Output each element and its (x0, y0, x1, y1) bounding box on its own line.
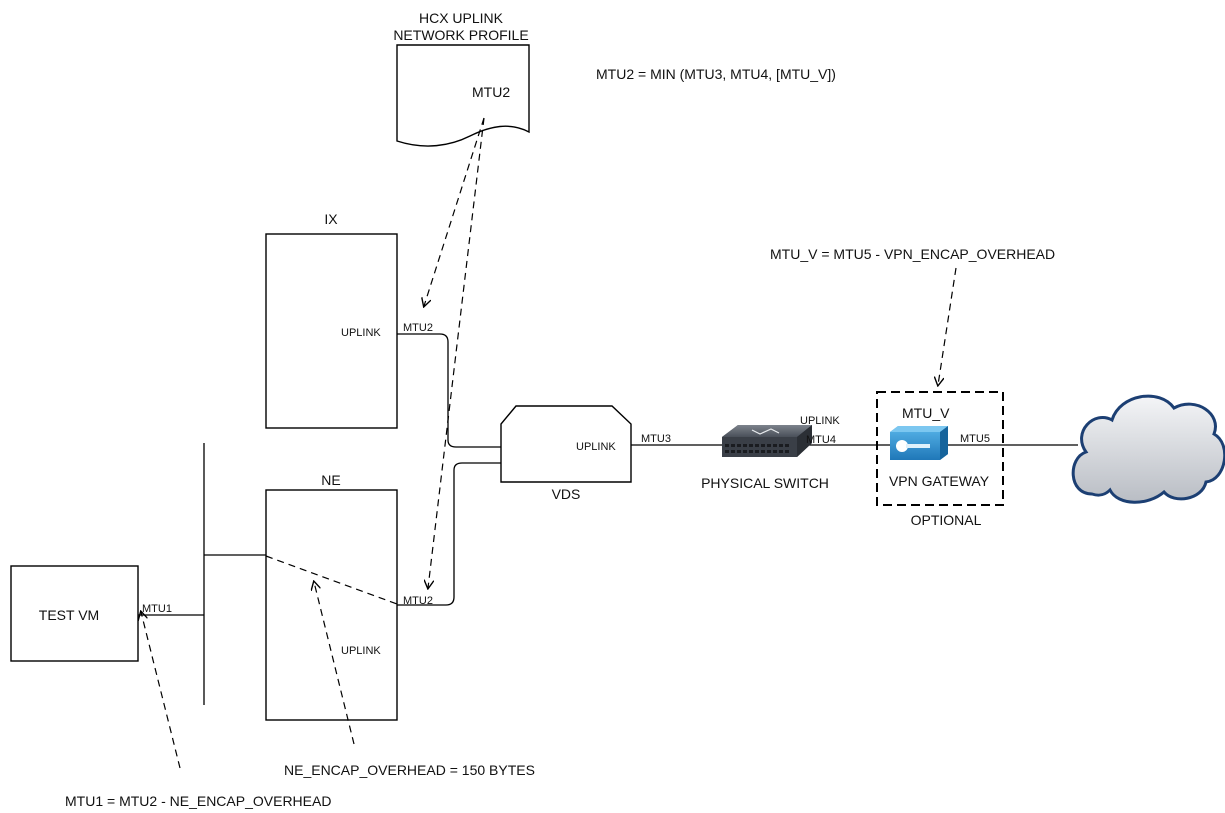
mtuv-formula: MTU_V = MTU5 - VPN_ENCAP_OVERHEAD (770, 246, 1055, 262)
ne-uplink-label: UPLINK (341, 645, 381, 657)
vpn-mtu-label: MTU5 (960, 433, 990, 445)
network-switch-icon (722, 425, 812, 457)
vds-uplink-label: UPLINK (576, 441, 616, 453)
profile-title-line1: HCX UPLINK (419, 10, 504, 26)
switch-uplink-label: UPLINK (800, 415, 840, 427)
ne-to-vds-link (397, 462, 501, 606)
ix-to-vds-link (397, 333, 501, 448)
profile-to-ix-arrow (424, 117, 485, 306)
ix-mtu-label: MTU2 (403, 322, 433, 334)
ne-mtu-label: MTU2 (403, 595, 433, 607)
physical-switch-label: PHYSICAL SWITCH (701, 475, 829, 491)
vpn-gateway-label: VPN GATEWAY (889, 473, 990, 489)
profile-title-line2: NETWORK PROFILE (393, 27, 528, 43)
profile-mtu-label: MTU2 (472, 84, 510, 100)
switch-mtu-label: MTU4 (806, 434, 836, 446)
ne-title: NE (321, 472, 340, 488)
vds-mtu-label: MTU3 (641, 433, 671, 445)
network-profile-document: HCX UPLINK NETWORK PROFILE MTU2 (393, 10, 530, 147)
mtuv-arrow (938, 267, 957, 385)
vpn-gateway-optional-group: MTU_V MTU5 VPN GATEWAY OPTIONAL (876, 391, 1004, 528)
mtu2-formula: MTU2 = MIN (MTU3, MTU4, [MTU_V]) (596, 66, 836, 82)
ne-overhead-arrow (314, 582, 355, 745)
test-vm-title: TEST VM (39, 607, 99, 623)
vpn-mtu-v-label: MTU_V (902, 405, 950, 421)
cloud-icon (1071, 394, 1225, 504)
optional-label: OPTIONAL (911, 512, 982, 528)
ne-overhead-formula: NE_ENCAP_OVERHEAD = 150 BYTES (284, 762, 535, 778)
mtu1-formula: MTU1 = MTU2 - NE_ENCAP_OVERHEAD (65, 793, 331, 809)
mtu1-arrow (141, 612, 181, 769)
vds: VDS UPLINK MTU3 (500, 405, 671, 502)
profile-to-ne-arrow (428, 117, 485, 588)
ix-appliance: IX UPLINK MTU2 (265, 211, 433, 429)
ix-uplink-label: UPLINK (341, 327, 381, 339)
ix-title: IX (324, 211, 338, 227)
test-vm: TEST VM MTU1 (10, 565, 172, 662)
vds-title: VDS (552, 486, 581, 502)
ne-appliance: NE UPLINK MTU2 (265, 472, 433, 721)
physical-switch: PHYSICAL SWITCH UPLINK MTU4 (701, 415, 840, 491)
test-vm-mtu-label: MTU1 (142, 603, 172, 615)
vpn-gateway-icon (890, 426, 948, 460)
